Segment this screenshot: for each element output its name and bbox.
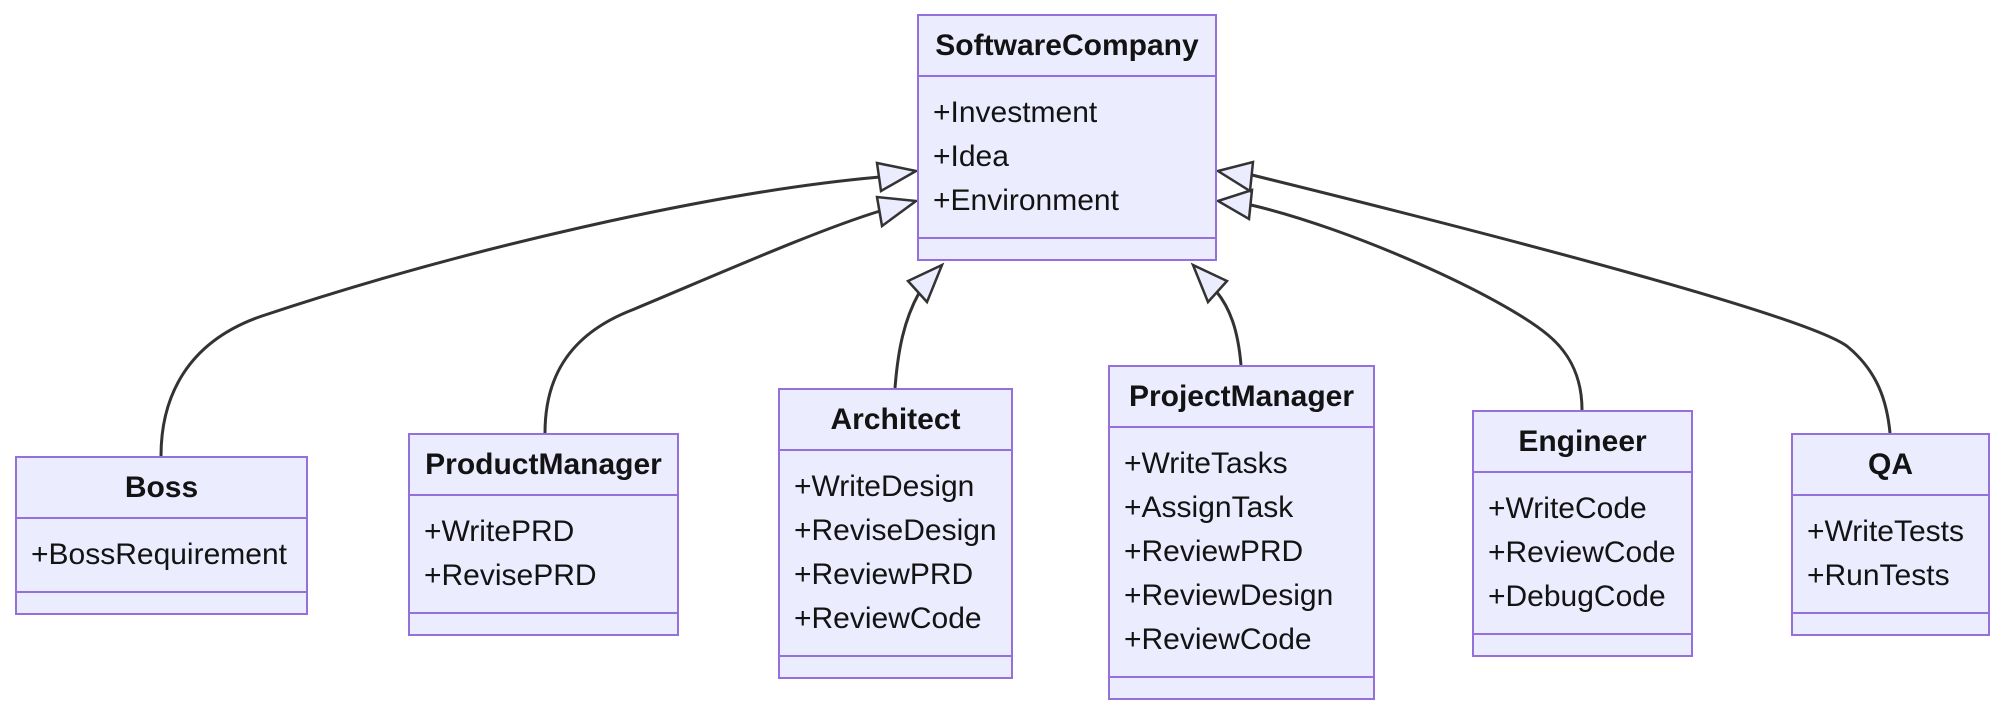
class-member: +WriteDesign bbox=[794, 470, 975, 503]
class-productmanager: ProductManager +WritePRD +RevisePRD bbox=[408, 433, 679, 636]
class-members-engineer: +WriteCode +ReviewCode +DebugCode bbox=[1474, 473, 1691, 635]
class-methods-empty bbox=[1110, 678, 1373, 698]
class-architect: Architect +WriteDesign +ReviseDesign +Re… bbox=[778, 388, 1013, 679]
inheritance-arrowhead-projectmanager bbox=[1190, 262, 1230, 305]
class-projectmanager: ProjectManager +WriteTasks +AssignTask +… bbox=[1108, 365, 1375, 700]
class-title-projectmanager: ProjectManager bbox=[1110, 367, 1373, 428]
class-members-boss: +BossRequirement bbox=[17, 519, 306, 593]
class-member: +Idea bbox=[933, 140, 1009, 173]
edge-architect-to-softwarecompany bbox=[893, 292, 921, 389]
class-methods-empty bbox=[1793, 614, 1988, 634]
class-boss: Boss +BossRequirement bbox=[15, 456, 308, 615]
class-methods-empty bbox=[17, 593, 306, 613]
class-members-productmanager: +WritePRD +RevisePRD bbox=[410, 496, 677, 614]
class-member: +ReviewDesign bbox=[1124, 579, 1334, 612]
class-member: +WritePRD bbox=[424, 515, 575, 548]
class-members-qa: +WriteTests +RunTests bbox=[1793, 496, 1988, 614]
edge-qa-to-softwarecompany bbox=[1251, 173, 1892, 434]
class-members-projectmanager: +WriteTasks +AssignTask +ReviewPRD +Revi… bbox=[1110, 428, 1373, 678]
edge-productmanager-to-softwarecompany bbox=[543, 209, 881, 434]
class-members-softwarecompany: +Investment +Idea +Environment bbox=[919, 77, 1215, 239]
edge-engineer-to-softwarecompany bbox=[1250, 203, 1584, 411]
class-member: +AssignTask bbox=[1124, 491, 1294, 524]
class-member: +RunTests bbox=[1807, 559, 1950, 592]
class-member: +RevisePRD bbox=[424, 559, 597, 592]
class-qa: QA +WriteTests +RunTests bbox=[1791, 433, 1990, 636]
edge-projectmanager-to-softwarecompany bbox=[1214, 290, 1243, 366]
class-methods-empty bbox=[780, 657, 1011, 677]
class-title-softwarecompany: SoftwareCompany bbox=[919, 16, 1215, 77]
class-member: +ReviewCode bbox=[794, 602, 982, 635]
class-title-qa: QA bbox=[1793, 435, 1988, 496]
class-methods-empty bbox=[919, 239, 1215, 259]
edge-boss-to-softwarecompany bbox=[159, 175, 881, 457]
class-methods-empty bbox=[410, 614, 677, 634]
class-member: +ReviewCode bbox=[1488, 536, 1676, 569]
class-title-architect: Architect bbox=[780, 390, 1011, 451]
class-member: +Investment bbox=[933, 96, 1098, 129]
class-member: +Environment bbox=[933, 184, 1119, 217]
inheritance-arrowhead-engineer bbox=[1214, 188, 1254, 222]
class-title-engineer: Engineer bbox=[1474, 412, 1691, 473]
class-methods-empty bbox=[1474, 635, 1691, 655]
class-member: +BossRequirement bbox=[31, 538, 287, 571]
class-member: +ReviewPRD bbox=[794, 558, 974, 591]
class-member: +ReviseDesign bbox=[794, 514, 997, 547]
inheritance-arrowhead-productmanager bbox=[875, 195, 920, 229]
class-members-architect: +WriteDesign +ReviseDesign +ReviewPRD +R… bbox=[780, 451, 1011, 657]
inheritance-arrowhead-boss bbox=[875, 161, 920, 193]
class-softwarecompany: SoftwareCompany +Investment +Idea +Envir… bbox=[917, 14, 1217, 261]
class-title-boss: Boss bbox=[17, 458, 306, 519]
class-member: +DebugCode bbox=[1488, 580, 1666, 613]
inheritance-arrowhead-qa bbox=[1214, 160, 1255, 194]
class-member: +WriteCode bbox=[1488, 492, 1647, 525]
class-engineer: Engineer +WriteCode +ReviewCode +DebugCo… bbox=[1472, 410, 1693, 657]
class-member: +WriteTests bbox=[1807, 515, 1964, 548]
class-member: +WriteTasks bbox=[1124, 447, 1288, 480]
class-member: +ReviewPRD bbox=[1124, 535, 1304, 568]
class-member: +ReviewCode bbox=[1124, 623, 1312, 656]
inheritance-arrowhead-architect bbox=[905, 262, 945, 305]
class-title-productmanager: ProductManager bbox=[410, 435, 677, 496]
